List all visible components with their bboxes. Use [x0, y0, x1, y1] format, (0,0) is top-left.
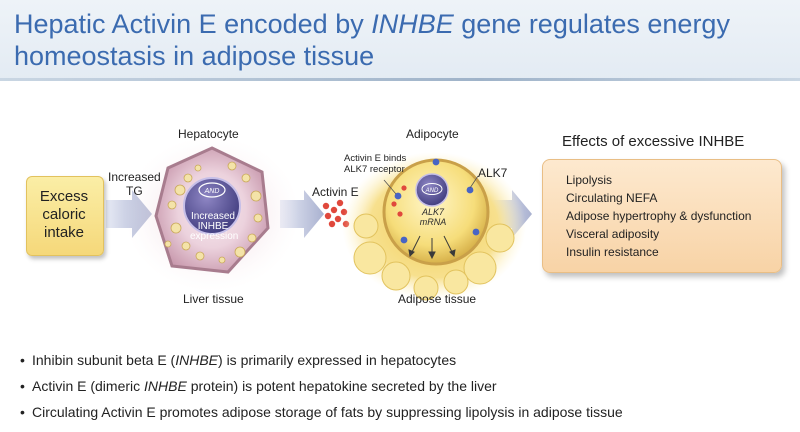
svg-text:AND: AND	[425, 188, 439, 194]
excess-caloric-box	[26, 176, 104, 256]
title-line1-post: gene regulates energy	[453, 9, 730, 39]
effect-item: Visceral adiposity	[566, 227, 660, 241]
effect-item: Lipolysis	[566, 173, 613, 187]
bullet-text: protein) is potent hepatokine secreted b…	[186, 378, 497, 394]
bullet-text: Circulating Activin E promotes adipose s…	[32, 404, 623, 420]
adipocyte-nucleus	[415, 173, 449, 207]
effects-title: Effects of excessive INHBE	[562, 133, 745, 150]
title-line2: homeostasis in adipose tissue	[14, 41, 375, 71]
alk7-mrna-label: ALK7 mRNA	[419, 207, 447, 227]
effect-item: Circulating NEFA	[566, 191, 658, 205]
adipocyte-label: Adipocyte	[406, 127, 459, 141]
effect-item: Adipose hypertrophy & dysfunction	[566, 209, 752, 223]
adipose-tissue-label: Adipose tissue	[398, 292, 477, 306]
excess-caloric-text: Excess caloric intake	[39, 188, 89, 241]
bullet-item: •Inhibin subunit beta E (INHBE) is prima…	[20, 352, 457, 368]
bullet-item: •Activin E (dimeric INHBE protein) is po…	[20, 378, 497, 394]
activin-e-dots	[322, 199, 350, 228]
lipid-droplets	[164, 161, 263, 264]
increased-tg-label: Increased TG	[108, 170, 161, 198]
title-line1-pre: Hepatic Activin E encoded by	[14, 9, 372, 39]
increased-inhbe-label: Increased INHBE expression	[190, 211, 239, 242]
alk7-receptors	[394, 158, 480, 244]
bullet-text: ) is primarily expressed in hepatocytes	[218, 352, 457, 368]
bullet-item: •Circulating Activin E promotes adipose …	[20, 404, 623, 420]
bullet-text: Activin E (dimeric	[32, 378, 145, 394]
alk7-pointer	[469, 175, 479, 189]
binds-pointer	[383, 179, 397, 195]
page-title: Hepatic Activin E encoded by INHBE gene …	[14, 8, 784, 72]
bullet-list: •Inhibin subunit beta E (INHBE) is prima…	[20, 347, 790, 425]
adipose-cells	[353, 213, 515, 301]
activin-binds-label: Activin E binds ALK7 receptor	[344, 153, 407, 175]
title-gene: INHBE	[371, 9, 454, 39]
effects-box	[542, 159, 782, 273]
mrna-arrows	[408, 235, 456, 260]
alk7-label: ALK7	[478, 166, 508, 180]
title-band	[0, 0, 800, 80]
activin-bound	[391, 185, 407, 217]
bullet-gene: INHBE	[175, 352, 219, 368]
hepatocyte-nucleus	[183, 177, 241, 235]
logo-badge-icon	[198, 182, 226, 198]
hepatocyte-label: Hepatocyte	[178, 127, 239, 141]
title-divider	[0, 78, 800, 81]
effect-item: Insulin resistance	[566, 245, 659, 259]
bullet-text: Inhibin subunit beta E (	[32, 352, 176, 368]
logo-badge-icon	[421, 183, 443, 195]
activin-e-label: Activin E	[312, 185, 359, 199]
liver-tissue-label: Liver tissue	[183, 292, 244, 306]
bullet-gene: INHBE	[144, 378, 187, 394]
svg-text:AND: AND	[204, 188, 220, 195]
